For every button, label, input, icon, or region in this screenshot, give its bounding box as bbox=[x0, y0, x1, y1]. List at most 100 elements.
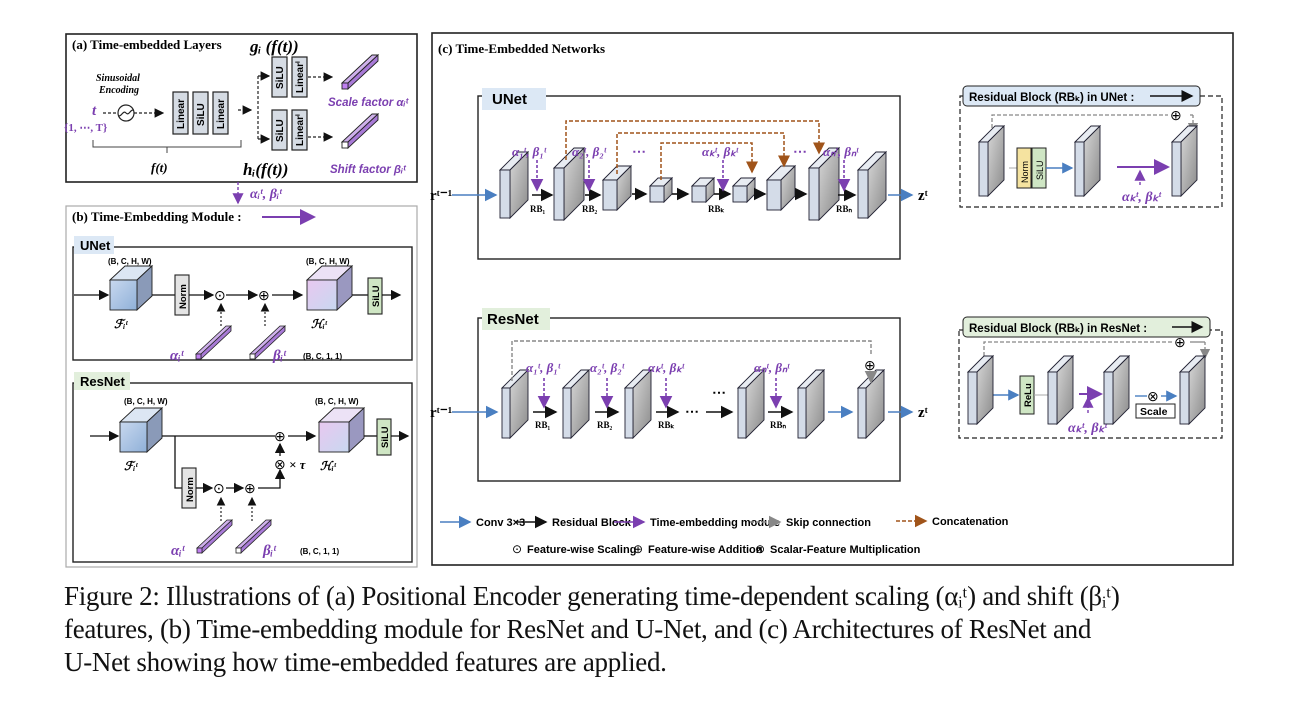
resnet-rbn-label: RBₙ bbox=[770, 420, 787, 430]
unet-rb-title: Residual Block (RBₖ) in UNet : bbox=[969, 92, 1134, 104]
linear-layer-2 bbox=[212, 91, 229, 135]
addition-op-icon: ⊕ bbox=[1174, 334, 1186, 350]
legend-concat: Concatenation bbox=[932, 516, 1009, 528]
alpha-vector bbox=[195, 519, 234, 554]
addition-op-icon: ⊕ bbox=[258, 287, 270, 303]
svg-text:ResNet: ResNet bbox=[487, 311, 539, 328]
svg-text:Linearⁱ: Linearⁱ bbox=[294, 114, 306, 146]
unet-architecture: UNet rᵗ⁻¹ zᵗ bbox=[430, 88, 929, 260]
resnet-architecture: ResNet rᵗ⁻¹ zᵗ bbox=[430, 308, 929, 482]
encoding-label: Encoding bbox=[98, 85, 139, 96]
panel-a: (a) Time-embedded Layers gᵢ (f(t)) Sinus… bbox=[64, 33, 418, 205]
unet-cube-2-front bbox=[649, 185, 665, 203]
unet-rb-slab-2-front bbox=[1074, 141, 1085, 197]
multiplication-op-icon: ⊗ bbox=[274, 456, 286, 472]
unet-slab-2-front bbox=[553, 167, 565, 221]
panel-c: (c) Time-Embedded Networks UNet rᵗ⁻¹ zᵗ … bbox=[430, 32, 1234, 566]
resnet-rb-title: Residual Block (RBₖ) in ResNet : bbox=[969, 323, 1147, 335]
beta-label: βᵢᵗ bbox=[272, 348, 287, 364]
f-brace bbox=[92, 140, 242, 153]
unet-slab-4-front bbox=[857, 169, 869, 219]
unet-slab-3-front bbox=[808, 167, 820, 221]
figure-caption: Figure 2: Illustrations of (a) Positiona… bbox=[64, 580, 1244, 679]
unet-rbn-label: RBₙ bbox=[836, 204, 853, 214]
resnet-slab-5-front bbox=[797, 387, 807, 439]
unet-rb-slab-3-front bbox=[1171, 141, 1182, 197]
g-function-label: gᵢ (f(t)) bbox=[249, 37, 299, 56]
H-label: ℋᵢᵗ bbox=[320, 459, 337, 473]
resnet-skip-add-icon: ⊕ bbox=[864, 357, 876, 373]
silu-layer bbox=[376, 418, 392, 456]
h-silu-layer bbox=[271, 109, 288, 151]
shape-out: (B, C, H, W) bbox=[315, 397, 359, 406]
shape-in: (B, C, H, W) bbox=[108, 257, 152, 266]
resnet-rb2-label: RB₂ bbox=[597, 420, 613, 430]
unet-residual-block: Residual Block (RBₖ) in UNet : ⊕ Norm Si… bbox=[959, 85, 1223, 208]
scale-box bbox=[1135, 403, 1176, 419]
resnet-ellipsis-top: ⋯ bbox=[712, 384, 726, 400]
H-label: ℋᵢᵗ bbox=[311, 317, 328, 331]
resnet-slab-1-front bbox=[501, 387, 511, 439]
unet-rb2-label: RB₂ bbox=[582, 204, 598, 214]
alpha-label: αᵢᵗ bbox=[170, 348, 185, 364]
legend-residual: Residual Block bbox=[552, 517, 632, 529]
svg-text:Norm: Norm bbox=[1020, 161, 1030, 183]
legend-addition: Feature-wise Addition bbox=[648, 544, 763, 556]
unet-cube-5-front bbox=[766, 179, 782, 211]
alpha-vector bbox=[194, 325, 233, 360]
shape-vec: (B, C, 1, 1) bbox=[300, 547, 339, 556]
legend-multiplication-icon: ⊗ bbox=[755, 542, 765, 556]
beta-vector bbox=[234, 519, 273, 554]
legend-conv: Conv 3×3 bbox=[476, 517, 525, 529]
unet-cube-4-front bbox=[732, 185, 748, 203]
h-linear-layer bbox=[291, 109, 308, 151]
shift-factor-label: Shift factor βᵢᵗ bbox=[330, 164, 407, 176]
unet-tag bbox=[74, 236, 114, 254]
scaling-op-icon: ⊙ bbox=[214, 287, 226, 303]
svg-text:Linearⁱ: Linearⁱ bbox=[294, 61, 306, 93]
unet-ellipsis-2: ⋯ bbox=[793, 143, 807, 159]
concat-skip-3 bbox=[660, 142, 758, 180]
resnet-param-1: α₁ᵗ, β₁ᵗ bbox=[526, 360, 561, 375]
beta-vector bbox=[248, 325, 287, 360]
addition-op-icon: ⊕ bbox=[244, 480, 256, 496]
svg-text:SiLU: SiLU bbox=[275, 119, 286, 142]
scale-factor-label: Scale factor αᵢᵗ bbox=[328, 97, 409, 109]
resnet-residual-block: Residual Block (RBₖ) in ResNet : ⊕ ReLu … bbox=[958, 316, 1223, 439]
resnet-tag bbox=[482, 308, 550, 330]
unet-slab-1-front bbox=[499, 169, 511, 219]
feature-cube bbox=[118, 406, 164, 454]
svg-text:Linear: Linear bbox=[176, 99, 187, 129]
alpha-beta-output-label: αᵢᵗ, βᵢᵗ bbox=[250, 187, 282, 202]
addition-op-icon: ⊕ bbox=[1170, 107, 1182, 123]
g-linear-layer bbox=[291, 56, 308, 98]
input-r-label: rᵗ⁻¹ bbox=[430, 188, 452, 204]
svg-text:SiLU: SiLU bbox=[196, 103, 207, 126]
multiplication-op-icon: ⊗ bbox=[1147, 388, 1159, 404]
panel-b: (b) Time-Embedding Module : UNet (B, C, … bbox=[65, 205, 418, 568]
svg-text:UNet: UNet bbox=[80, 238, 111, 253]
legend-scaling-icon: ⊙ bbox=[512, 542, 522, 556]
figure-diagram: (a) Time-embedded Layers gᵢ (f(t)) Sinus… bbox=[64, 32, 1234, 568]
alpha-label: αᵢᵗ bbox=[171, 543, 186, 559]
resnet-ellipsis-inline: ⋯ bbox=[685, 403, 699, 419]
f-t-label: f(t) bbox=[151, 160, 168, 175]
output-z-label: zᵗ bbox=[918, 188, 929, 204]
norm-layer bbox=[1016, 147, 1032, 189]
svg-text:SiLU: SiLU bbox=[275, 66, 286, 89]
legend-multiplication: Scalar-Feature Multiplication bbox=[770, 544, 921, 556]
svg-text:UNet: UNet bbox=[492, 91, 527, 108]
unet-rbk-label: RBₖ bbox=[708, 204, 725, 214]
resnet-rb-slab-4-front bbox=[1179, 371, 1190, 425]
legend: Conv 3×3 Residual Block Time-embedding m… bbox=[440, 514, 1009, 556]
resnet-rbk-label: RBₖ bbox=[658, 420, 675, 430]
svg-text:Norm: Norm bbox=[178, 284, 189, 309]
tau-label: × τ bbox=[289, 457, 307, 472]
caption-line-2: features, (b) Time-embedding module for … bbox=[64, 614, 1092, 644]
svg-text:Scale: Scale bbox=[1140, 406, 1168, 418]
concat-skip-2 bbox=[616, 132, 790, 174]
legend-skip: Skip connection bbox=[786, 517, 871, 529]
unet-ellipsis-1: ⋯ bbox=[632, 143, 646, 159]
panel-b-unet: UNet (B, C, H, W) ℱᵢᵗ Norm ⊙ ⊕ (B, C, H, bbox=[72, 236, 413, 364]
unet-tag bbox=[482, 88, 546, 110]
